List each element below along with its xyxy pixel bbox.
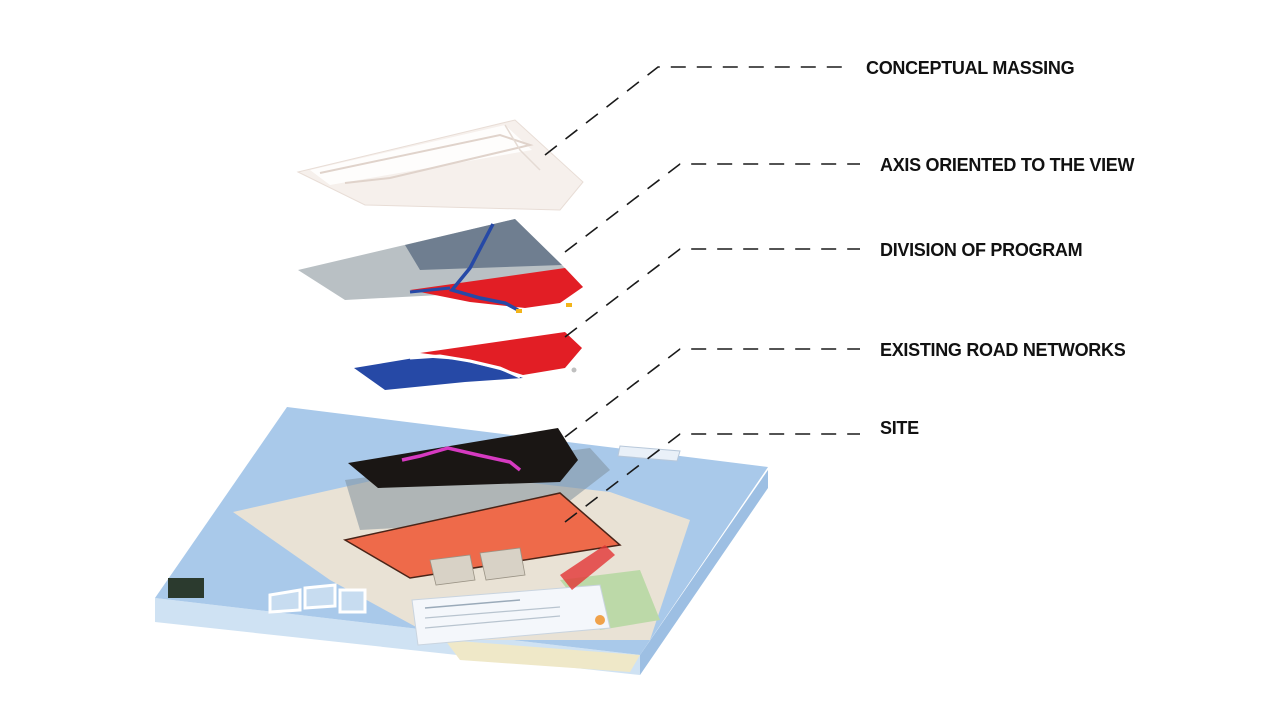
axis-yellow-marker-2 [566, 303, 572, 307]
site-map-piers [268, 583, 367, 614]
division-marker [571, 367, 577, 373]
leader-conceptual-massing [544, 66, 845, 156]
site-slab-right-face [640, 470, 768, 675]
site-map-info-card [411, 584, 611, 646]
division-program-layer [354, 332, 582, 390]
label-axis-oriented: AXIS ORIENTED TO THE VIEW [880, 155, 1135, 175]
site-map-buildings [429, 547, 526, 586]
leader-axis [564, 163, 860, 253]
road-magenta-line [401, 446, 522, 472]
massing-layer [296, 119, 584, 211]
site-parcel [342, 492, 622, 579]
leader-lines [544, 66, 860, 523]
massing-ridge-line [319, 133, 534, 184]
label-division-program: DIVISION OF PROGRAM [880, 240, 1082, 260]
axis-yellow-marker-1 [516, 309, 522, 313]
axis-layer [298, 219, 583, 313]
label-site: SITE [880, 418, 919, 438]
site-map-thumbnail [168, 578, 204, 598]
division-red-zone [420, 332, 582, 375]
layer-labels: CONCEPTUAL MASSING AXIS ORIENTED TO THE … [866, 58, 1135, 438]
label-conceptual-massing: CONCEPTUAL MASSING [866, 58, 1074, 78]
leader-division [564, 248, 860, 338]
label-road-networks: EXISTING ROAD NETWORKS [880, 340, 1126, 360]
axis-blue-line [448, 223, 519, 312]
site-map-green-area [560, 570, 660, 630]
site-map-red-strip [560, 545, 615, 590]
axis-blue-line-2 [409, 286, 451, 294]
axis-red-zone [410, 268, 583, 308]
site-map-bottom-land [445, 640, 640, 672]
site-map-chip [617, 445, 681, 462]
division-white-path [409, 354, 521, 379]
massing-ridge-line-2 [504, 124, 541, 171]
leader-site [564, 433, 860, 523]
road-network-layer [348, 428, 578, 488]
division-blue-zone [354, 357, 523, 390]
road-layer-plate [348, 428, 578, 488]
leader-roads [564, 348, 860, 438]
